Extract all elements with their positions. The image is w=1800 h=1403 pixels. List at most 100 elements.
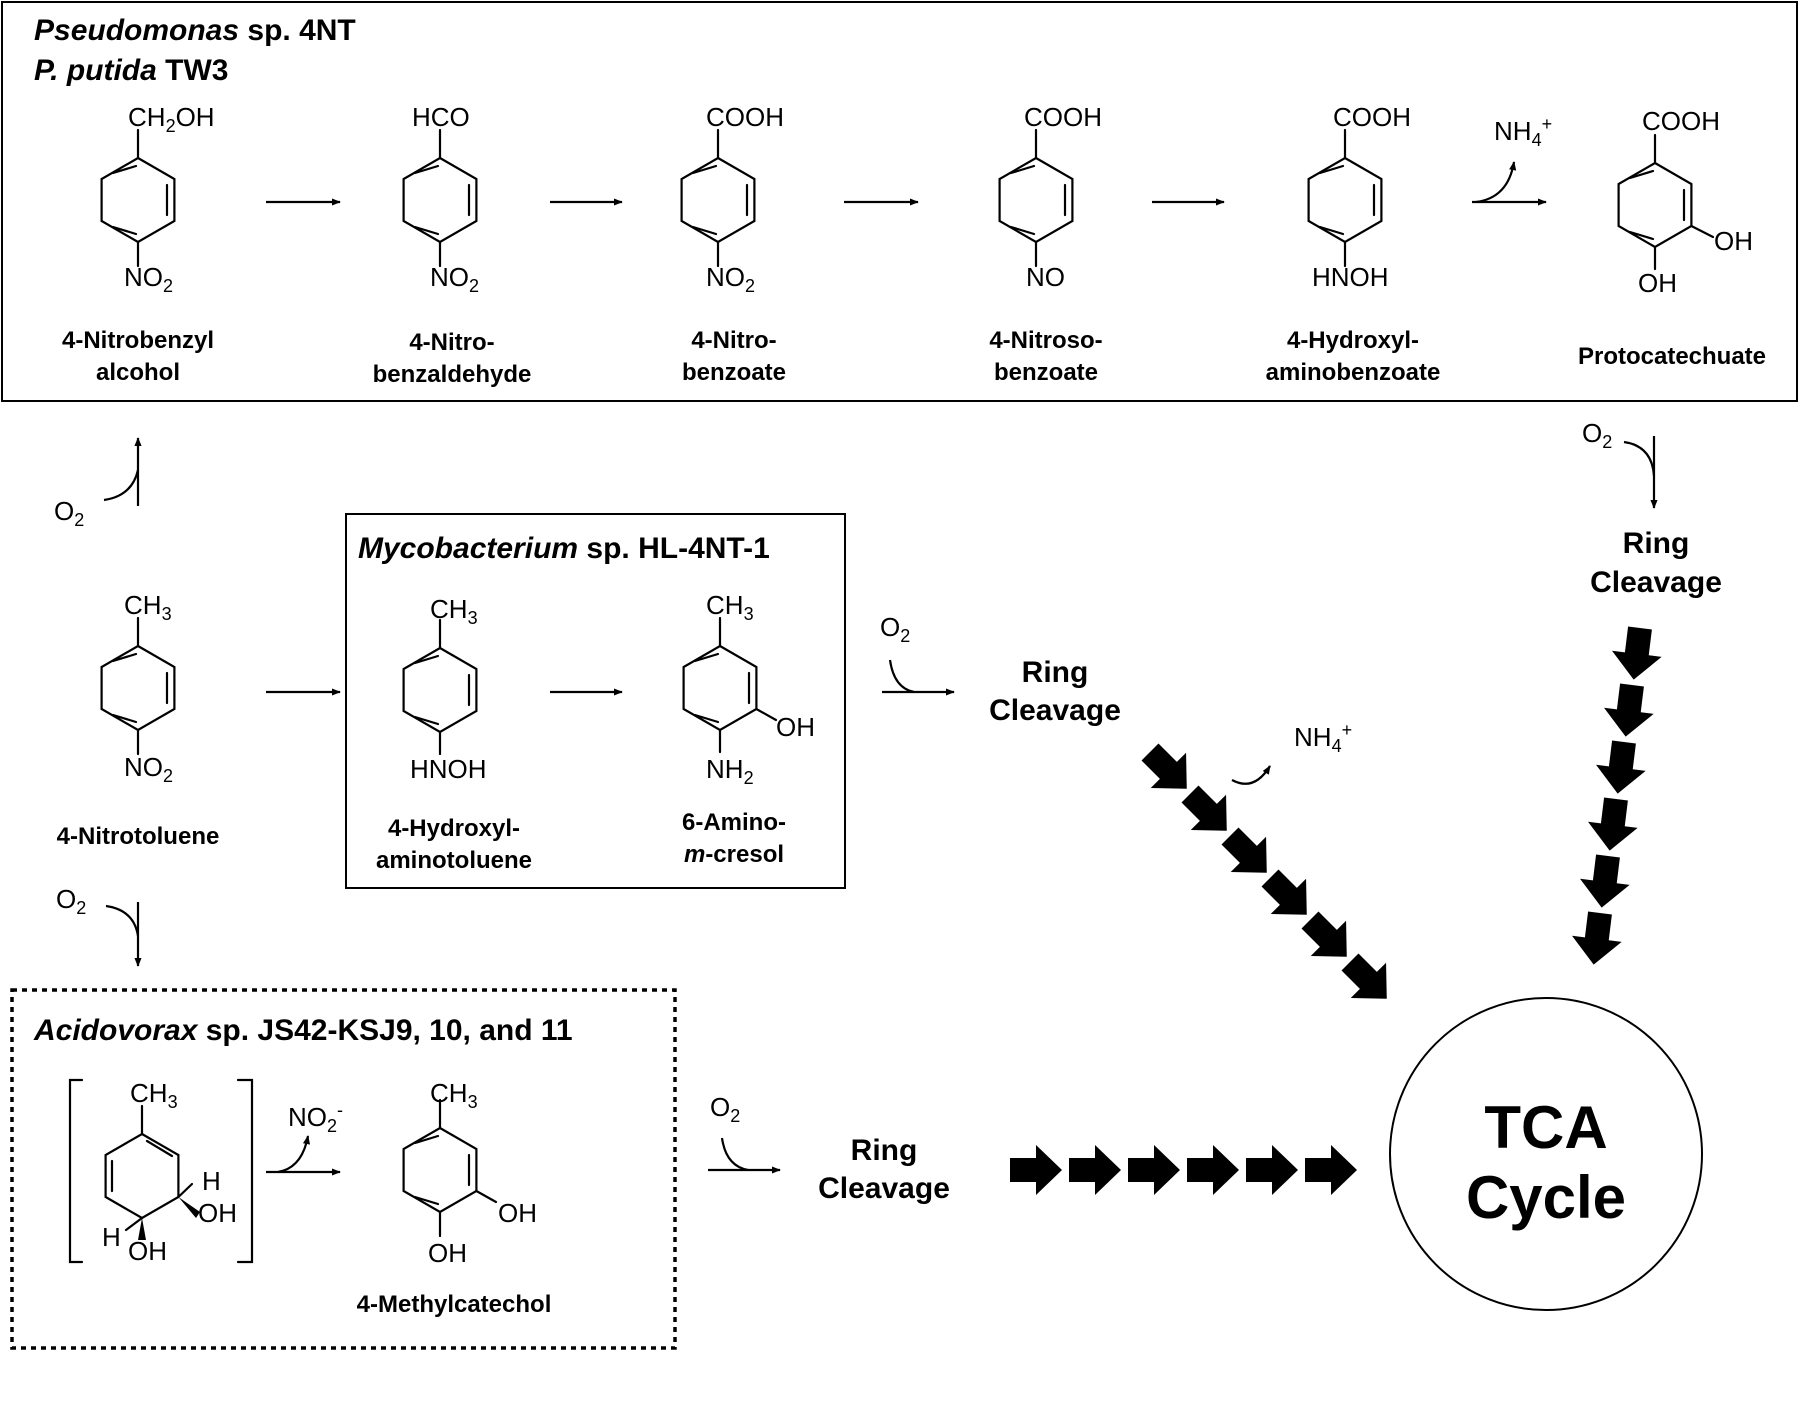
bold-arrow-diagonal [1301, 911, 1347, 957]
h-label: H [202, 1166, 221, 1196]
pseudomonas-panel [1, 1, 1798, 402]
o2-label: O2 [880, 612, 910, 646]
bold-arrow-diagonal [1261, 869, 1307, 915]
acidovorax-panel [10, 988, 677, 1350]
nitrosobenzoate-structure [998, 128, 1074, 268]
oh-group: OH [128, 1236, 167, 1266]
ch3-group: CH3 [430, 1078, 478, 1112]
ammonium-release-arrow [1475, 161, 1517, 204]
bold-arrow-diagonal [1221, 827, 1267, 873]
ring-cleavage-middle-line1: Ring [1022, 656, 1089, 689]
bold-arrow-horizontal [1069, 1145, 1121, 1195]
no2-group: NO2 [124, 752, 173, 786]
cooh-group: COOH [1024, 102, 1102, 132]
bold-arrow-diagonal [1341, 953, 1387, 999]
oh-group: OH [198, 1198, 237, 1228]
mycobacterium-panel [345, 513, 846, 889]
nitrobenzaldehyde-name-line2: benzaldehyde [373, 361, 532, 388]
protocatechuate-name: Protocatechuate [1578, 343, 1766, 370]
right-bracket [236, 1078, 254, 1264]
ch2oh-group: CH2OH [128, 102, 215, 136]
hnoh-group: HNOH [410, 754, 487, 784]
nitrobenzyl-alcohol-structure [100, 128, 176, 268]
bold-arrow-horizontal [1010, 1145, 1062, 1195]
h-label: H [102, 1222, 121, 1252]
nitrobenzoate-name-line2: benzoate [682, 359, 786, 386]
multistep-arrow-groups [1010, 626, 1662, 1195]
o2-label: O2 [54, 496, 84, 530]
cooh-group: COOH [706, 102, 784, 132]
ring-cleavage-right-line1: Ring [1623, 527, 1690, 560]
hydroxylaminobenzoate-structure [1307, 128, 1383, 268]
nitrobenzaldehyde-structure [402, 128, 478, 268]
hydroxylaminobenzoate-name-line1: 4-Hydroxyl- [1287, 327, 1419, 354]
acidovorax-organism-title: Acidovorax sp. JS42-KSJ9, 10, and 11 [33, 1014, 573, 1047]
mycobacterium-organism-title: Mycobacterium sp. HL-4NT-1 [358, 532, 770, 565]
o2-uptake-curve [105, 904, 140, 937]
hydroxylaminotoluene-name-line2: aminotoluene [376, 847, 532, 874]
nitrobenzaldehyde-name-line1: 4-Nitro- [409, 329, 494, 356]
cooh-group: COOH [1333, 102, 1411, 132]
no2-group: NO2 [124, 262, 173, 296]
nitrobenzoate-name-line1: 4-Nitro- [691, 327, 776, 354]
ch3-group: CH3 [430, 594, 478, 628]
o2-uptake-curve [720, 1137, 749, 1172]
oh-group: OH [1638, 268, 1677, 298]
bold-arrow-horizontal [1305, 1145, 1357, 1195]
o2-label: O2 [56, 884, 86, 918]
ring-cleavage-bottom-line1: Ring [851, 1134, 918, 1167]
nitrotoluene-name: 4-Nitrotoluene [57, 823, 220, 850]
wedge-bond [138, 1218, 146, 1240]
left-bracket [68, 1078, 84, 1264]
nitrobenzyl-alcohol-name-line1: 4-Nitrobenzyl [62, 327, 214, 354]
wedge-bond [178, 1197, 200, 1218]
no2-group: NO2 [706, 262, 755, 296]
ch3-group: CH3 [130, 1078, 178, 1112]
ch3-group: CH3 [706, 590, 754, 624]
nitrosobenzoate-name-line1: 4-Nitroso- [989, 327, 1102, 354]
tca-label: TCA [1484, 1094, 1607, 1161]
ch3-group: CH3 [124, 590, 172, 624]
bold-arrow-horizontal [1187, 1145, 1239, 1195]
oh-group: OH [428, 1238, 467, 1268]
nitrosobenzoate-name-line2: benzoate [994, 359, 1098, 386]
nitrobenzyl-alcohol-name-line2: alcohol [96, 359, 180, 386]
bold-arrow-diagonal [1181, 785, 1227, 831]
nitrite-release-arrow [277, 1135, 311, 1174]
bold-arrow-vertical [1604, 683, 1654, 737]
ammonium-release-arrow [1231, 765, 1271, 785]
o2-uptake-curve [103, 469, 140, 502]
bold-arrow-vertical [1588, 797, 1638, 851]
putida-organism-title: P. putida TW3 [34, 54, 228, 87]
o2-label: O2 [1582, 418, 1612, 452]
tca-cycle-circle [1389, 997, 1703, 1311]
bold-arrow-diagonal [1141, 743, 1187, 789]
oh-group: OH [776, 712, 815, 742]
methylcatechol-structure [402, 1098, 498, 1238]
bold-arrow-vertical [1596, 740, 1646, 794]
amino-m-cresol-structure [682, 616, 778, 754]
no2-minus-label: NO2- [288, 1100, 343, 1136]
hydroxylaminobenzoate-name-line2: aminobenzoate [1266, 359, 1441, 386]
bold-arrow-horizontal [1246, 1145, 1298, 1195]
bold-arrow-vertical [1612, 626, 1662, 680]
o2-label: O2 [710, 1092, 740, 1126]
amino-m-cresol-name-line1: 6-Amino- [682, 809, 786, 836]
pseudomonas-organism-title: Pseudomonas sp. 4NT [34, 14, 356, 47]
oh-group: OH [1714, 226, 1753, 256]
methylcatechol-name: 4-Methylcatechol [357, 1291, 552, 1318]
nh2-group: NH2 [706, 754, 754, 788]
protocatechuate-structure [1617, 133, 1715, 271]
hydroxylaminotoluene-structure [402, 618, 478, 756]
no-group: NO [1026, 262, 1065, 292]
cooh-group: COOH [1642, 106, 1720, 136]
bold-arrow-horizontal [1128, 1145, 1180, 1195]
no2-group: NO2 [430, 262, 479, 296]
amino-m-cresol-name-line2: m-cresol [684, 841, 784, 868]
nh4-label: NH4+ [1294, 720, 1352, 756]
hnoh-group: HNOH [1312, 262, 1389, 292]
hydroxylaminotoluene-name-line1: 4-Hydroxyl- [388, 815, 520, 842]
o2-uptake-curve [1623, 440, 1656, 477]
nitrobenzoate-structure [680, 128, 756, 268]
